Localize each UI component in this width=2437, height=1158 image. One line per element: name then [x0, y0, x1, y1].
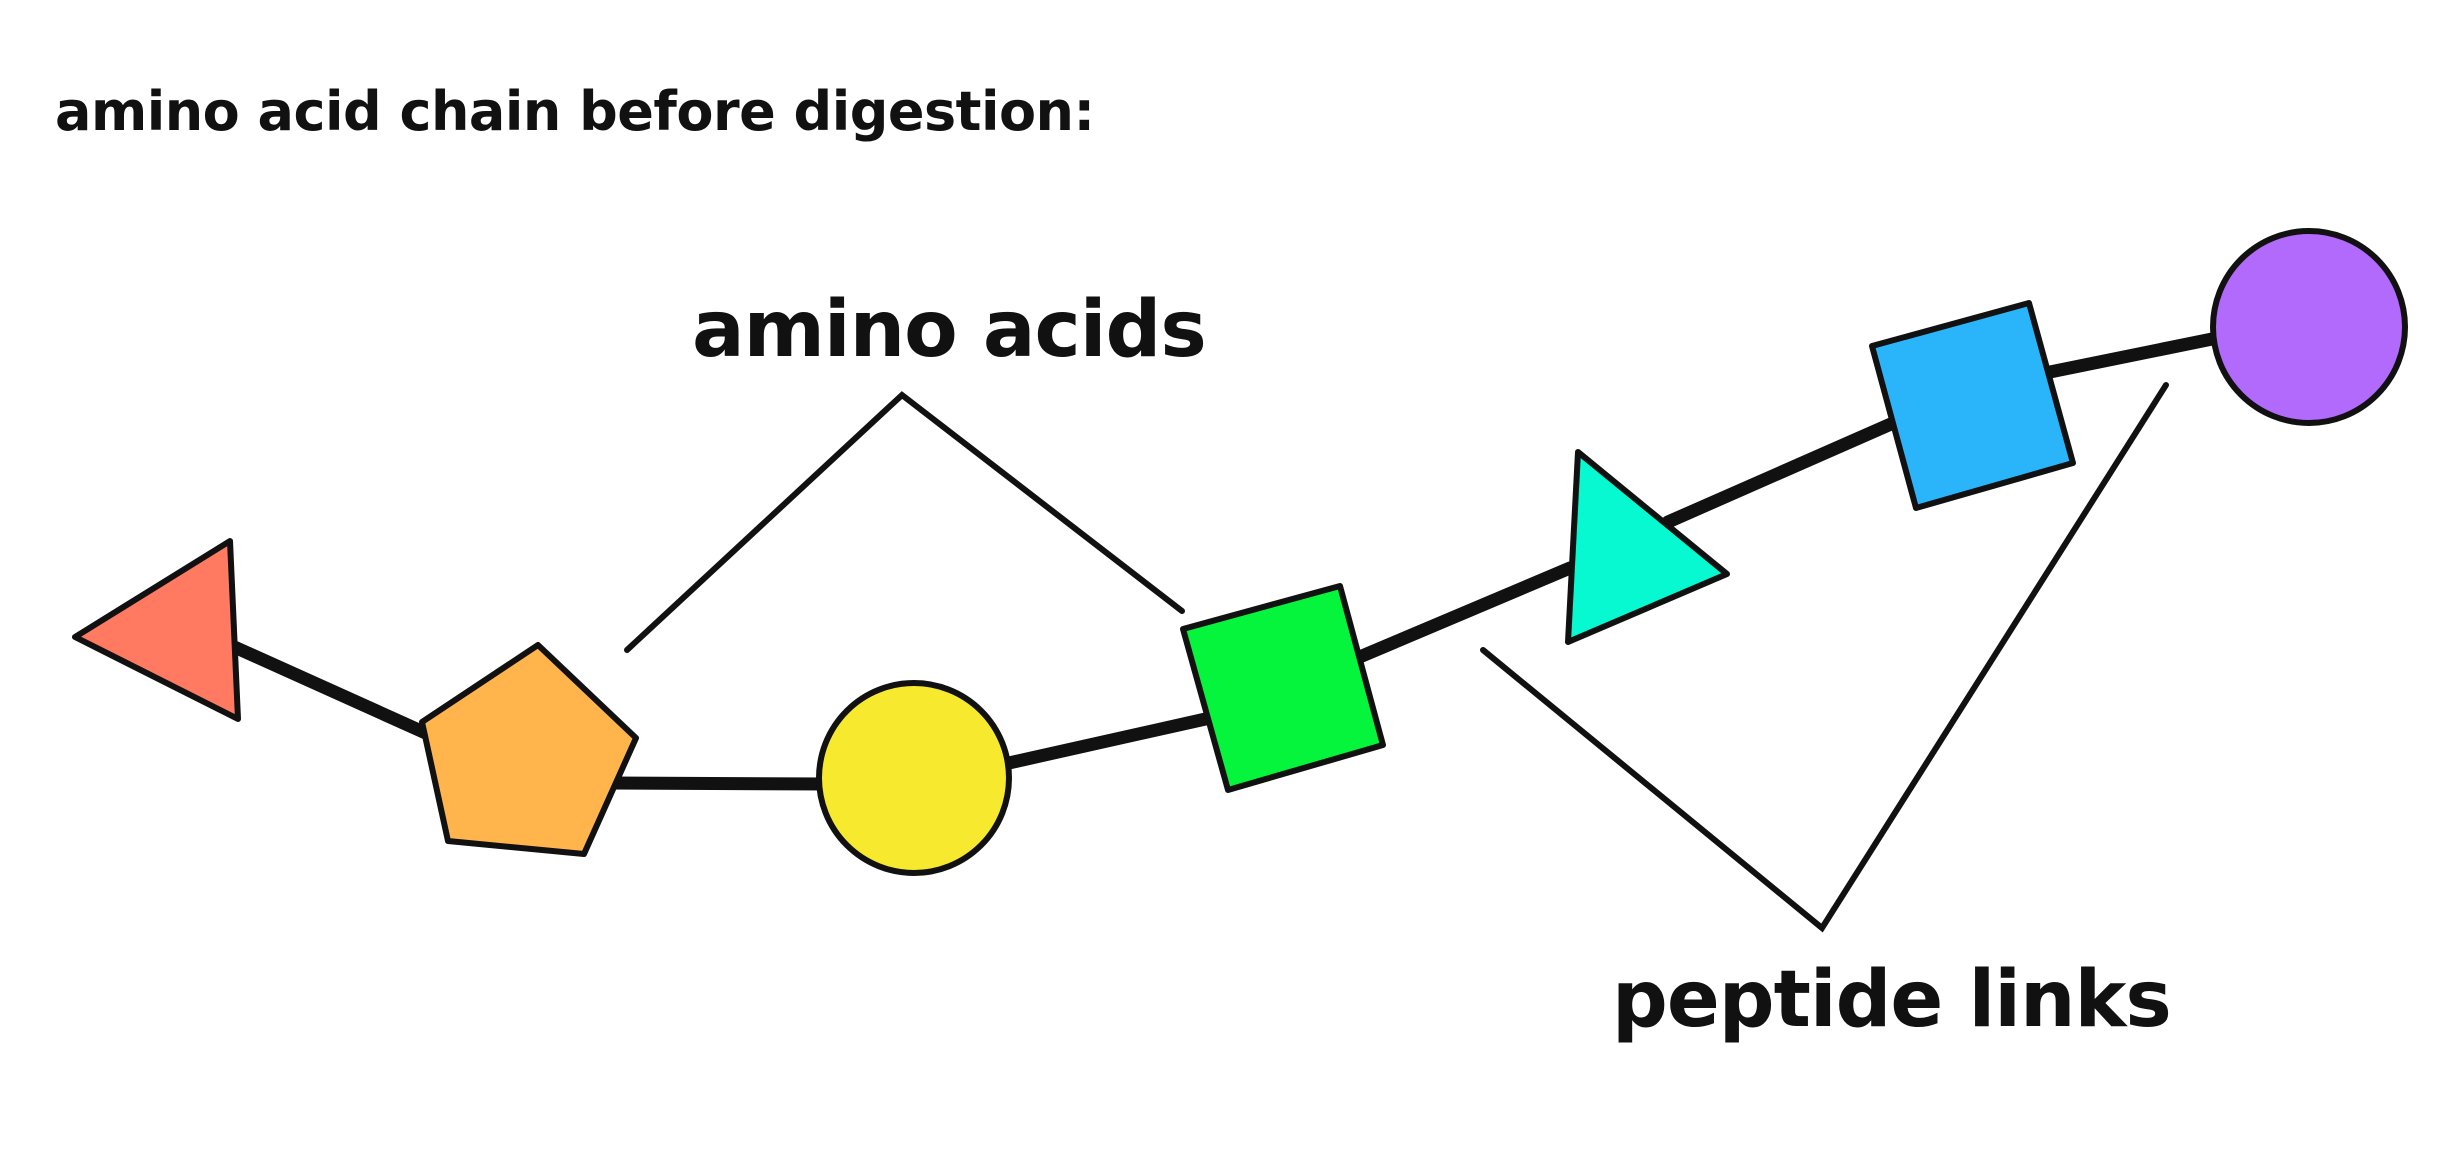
- peptide-bond-4: [1355, 561, 1577, 663]
- diagram-title: amino acid chain before digestion:: [55, 80, 1095, 143]
- peptide-bond-5: [1661, 413, 1907, 529]
- amino-acid-6-square: [1869, 300, 2076, 511]
- peptide-bond-3: [993, 711, 1217, 772]
- amino-acid-4-square: [1180, 583, 1386, 793]
- amino-acid-1-triangle: [72, 538, 241, 722]
- amino-acids-label: amino acids: [692, 285, 1207, 375]
- amino-acid-3-circle: [816, 680, 1012, 876]
- amino-acid-5-triangle: [1565, 449, 1730, 645]
- amino-acid-2-pentagon: [419, 642, 639, 857]
- peptide-bond-1: [223, 638, 437, 742]
- peptide-links-label: peptide links: [1612, 955, 2172, 1045]
- peptide-bond-6: [2043, 330, 2229, 379]
- amino-acids-callout-line: [624, 391, 1185, 653]
- peptide-links-callout-line: [1480, 382, 2169, 933]
- amino-acid-7-circle: [2210, 228, 2408, 426]
- peptide-bond-2: [603, 776, 835, 791]
